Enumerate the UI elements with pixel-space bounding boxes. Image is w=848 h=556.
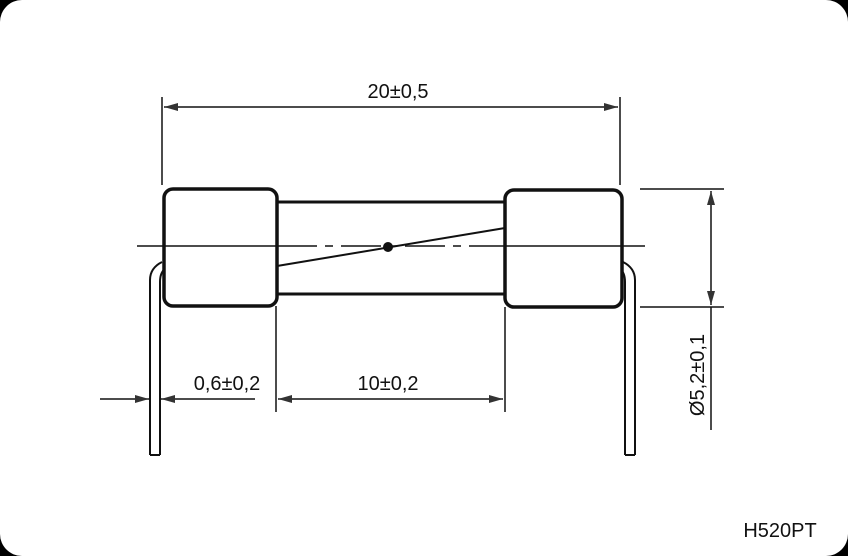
glass-body — [275, 200, 507, 296]
center-dot — [383, 242, 393, 252]
lead-diameter-label: 0,6±0,2 — [194, 373, 261, 395]
part-number-label: H520PT — [743, 520, 816, 542]
diameter-label: Ø5,2±0,1 — [687, 334, 709, 416]
body-length-label: 10±0,2 — [357, 373, 418, 395]
left-cap — [162, 187, 279, 308]
overall-length-label: 20±0,5 — [367, 81, 428, 103]
right-cap — [503, 188, 624, 309]
